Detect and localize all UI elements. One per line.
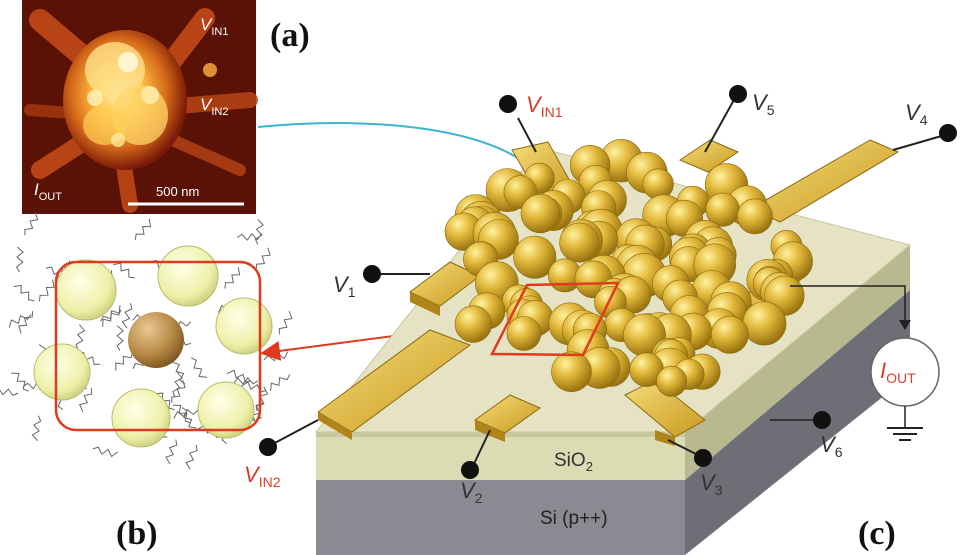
unit-cell-panel [0,212,293,470]
ligand-chain [255,247,271,271]
ligand-chain [38,279,55,302]
ligand-chain [24,212,39,236]
ligand-chain [172,404,191,424]
label-vin2: VIN2 [244,462,281,490]
afm-vin2-label: VIN2 [200,95,228,118]
ligand-chain [15,246,24,273]
ligand-chain [172,371,183,398]
gold-nanoparticle [551,351,592,393]
ligand-chain [18,311,34,334]
ligand-chain [270,374,291,392]
panel-label-c: (c) [858,515,896,552]
ligand-chain [121,303,133,329]
ligand-chain [116,325,124,351]
afm-iout-label: IOUT [34,180,62,203]
gold-nanoparticle [656,365,688,397]
ligand-chain [171,380,186,403]
label-v2: V2 [460,478,483,506]
electrode-v2 [473,394,542,434]
gold-nanoparticle [642,168,674,200]
ligand-chain [236,233,263,241]
ligand-chain [241,381,267,393]
terminal-vin2 [259,438,277,456]
highlight-rhombus [489,281,621,357]
label-v3: V3 [700,470,723,498]
terminal-v1 [363,265,381,283]
label-si: Si (p++) [540,508,608,529]
terminal-v5 [729,85,747,103]
ligand-chain [75,324,86,351]
ligand-chain [254,219,264,245]
label-v1: V1 [333,272,356,300]
terminal-v4 [939,124,957,142]
unit-cell-frame [54,260,262,432]
ligand-chain [226,369,252,383]
label-v4: V4 [905,100,928,128]
gold-nanoparticle [710,315,749,354]
gold-nanoparticle [520,193,560,234]
ligand-chain [102,309,122,328]
ligand-chain [190,357,208,378]
panel-label-b: (b) [116,515,158,552]
ligand-chain [11,372,29,392]
panel-label-a: (a) [270,17,310,54]
gold-nanoparticle [454,305,492,343]
ligand-chain [0,388,19,397]
electrode-v4 [750,139,900,223]
ligand-chain [224,267,241,289]
ligand-chain [165,439,178,465]
ligand-chain [13,284,35,302]
terminal-v2 [461,461,479,479]
ligand-chain [181,407,197,429]
scale-bar-label: 500 nm [156,184,199,199]
gold-nanoparticle [742,301,787,346]
terminal-v6 [813,411,831,429]
ligand-chain [92,446,119,458]
gold-nanoparticle [737,198,773,235]
label-v5: V5 [752,90,775,118]
ligand-chain [278,311,293,335]
ligand-chain [113,262,135,279]
ligand-chain [79,388,93,412]
gold-nanoparticle [506,316,542,351]
ligand-chain [8,314,32,328]
ligand-chain [115,351,134,371]
ligand-chain [134,218,152,240]
electrode-v5 [678,139,740,173]
ligand-chain [185,444,198,470]
ligand-chain [154,392,175,411]
terminal-v3 [694,449,712,467]
label-v6: V6 [820,432,843,460]
ligand-chain [171,361,186,385]
label-sio2: SiO2 [554,450,593,474]
gold-nanoparticle [559,222,600,263]
device-panel: VIN1 V5 V4 V1 VIN2 V2 V3 V6 IOUT SiO2 Si… [244,85,957,555]
central-nanoparticle [128,312,184,368]
label-iout: IOUT [880,358,916,386]
afm-vin1-label: VIN1 [200,15,228,38]
terminal-vin1 [499,95,517,113]
afm-image-panel: 500 nm VIN1 VIN2 IOUT [22,0,258,214]
gold-nanoparticle [513,235,557,279]
label-vin1: VIN1 [526,92,563,120]
ligand-chain [31,415,42,442]
